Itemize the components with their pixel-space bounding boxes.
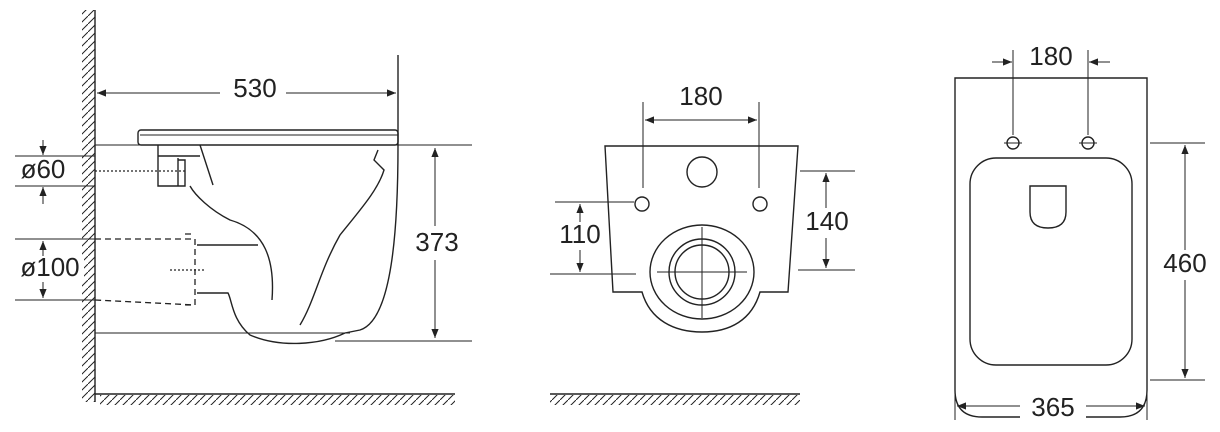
- front-body-outline: [604, 145, 799, 333]
- length-dimension: 530: [233, 73, 276, 103]
- top-bolt-spacing-dimension: 180: [1029, 41, 1072, 71]
- outlet-diameter-dimension: ø100: [20, 252, 79, 282]
- wall-hatch: [82, 10, 95, 402]
- front-view: 180 110 140: [550, 81, 855, 405]
- bolt-mark-right: [1079, 136, 1097, 150]
- floor-hatch: [100, 395, 455, 405]
- bolt-height-dimension: 140: [805, 206, 848, 236]
- outlet-pipe: [94, 233, 196, 306]
- top-view: 180 460 365: [954, 41, 1212, 424]
- bowl-outline: [189, 55, 399, 345]
- bowl-rim: [969, 157, 1133, 366]
- floor-hatch: [550, 395, 800, 405]
- toilet-seat: [137, 129, 399, 146]
- depth-dimension: 460: [1163, 248, 1206, 278]
- width-dimension: 365: [1031, 392, 1074, 422]
- outlet-height-dimension: 110: [559, 219, 600, 249]
- inlet-diameter-dimension: ø60: [21, 154, 66, 184]
- bolt-hole-left: [634, 196, 650, 212]
- side-view: 530 373 ø60 ø100: [14, 10, 472, 405]
- flush-pipe-hole: [686, 156, 718, 188]
- bolt-mark-left: [1004, 136, 1022, 150]
- height-dimension: 373: [415, 227, 458, 257]
- water-inlet: [157, 144, 214, 187]
- bolt-spacing-dimension: 180: [679, 81, 722, 111]
- top-body-outline: [954, 77, 1148, 418]
- drain-opening: [1029, 185, 1067, 229]
- outlet-ring: [649, 224, 755, 320]
- bolt-hole-right: [752, 196, 768, 212]
